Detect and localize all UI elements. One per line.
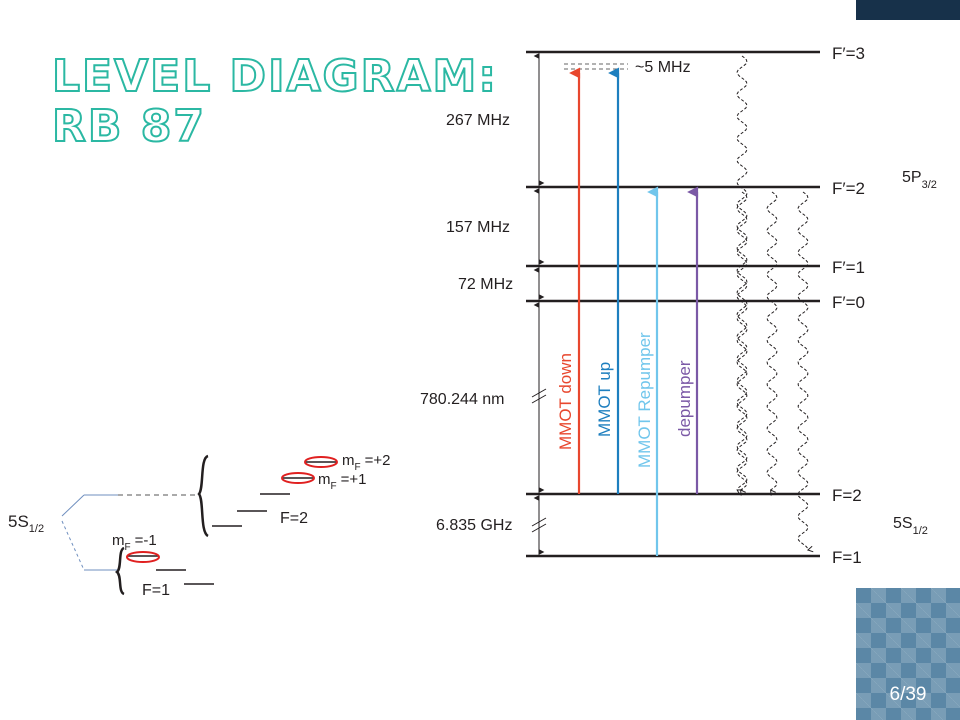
spacing-label-detuning: ~5 MHz (635, 59, 691, 76)
level-label-fp2: F′=2 (832, 179, 865, 198)
level-label-fp3: F′=3 (832, 44, 865, 63)
zeeman-sketch: 5S1/2 F=2 F=1 mF=+2 mF=+1 mF=-1 (8, 452, 390, 599)
zeeman-label-mp2: mF=+2 (342, 452, 390, 473)
slide-title: Level Diagram: Rb 87 (51, 51, 498, 153)
zeeman-label-f2: F=2 (280, 510, 308, 527)
beam-label-down: MMOT down (556, 353, 575, 450)
laser-beams (569, 67, 699, 556)
corner-decoration-bottom (856, 588, 960, 720)
zeeman-f1-brace (115, 546, 125, 596)
spacing-label-267: 267 MHz (446, 112, 510, 129)
axis-break-6835-b (531, 523, 547, 533)
slide-title-line-1: Level Diagram: (51, 51, 498, 103)
decay-arrows (736, 55, 808, 550)
page-number: 6/39 (889, 684, 927, 705)
energy-levels (526, 50, 820, 558)
level-label-fp0: F′=0 (832, 293, 865, 312)
axis-break-780-a (531, 388, 547, 398)
state-label-5s12: 5S1/2 (893, 515, 928, 537)
beam-labels: MMOT down MMOT up MMOT Repumper depumper (556, 332, 694, 468)
level-labels: F′=3 F′=2 F′=1 F′=0 F=2 F=1 (832, 44, 865, 567)
zeeman-label-mm1: mF=-1 (112, 532, 157, 553)
spacing-arrows (531, 53, 547, 555)
state-ring-mp2 (304, 456, 338, 468)
spacing-label-72: 72 MHz (458, 276, 513, 293)
spacing-labels: 267 MHz 157 MHz 72 MHz 780.244 nm 6.835 … (420, 59, 691, 534)
axis-break-6835-a (531, 517, 547, 527)
corner-decoration-top (856, 0, 960, 20)
level-label-fp1: F′=1 (832, 258, 865, 277)
decay-arrow-fp2-to-f2-a (736, 191, 748, 490)
zeeman-label-f1: F=1 (142, 582, 170, 599)
beam-label-up: MMOT up (595, 362, 614, 437)
zeeman-link-upper (61, 494, 85, 517)
zeeman-f2-brace (197, 454, 209, 538)
decay-arrow-fp2-to-f2-b (766, 191, 778, 490)
state-label-5p32: 5P3/2 (902, 169, 937, 191)
beam-label-depumper: depumper (675, 360, 694, 437)
beam-label-repumper: MMOT Repumper (635, 332, 654, 468)
level-label-f2: F=2 (832, 486, 862, 505)
zeeman-link-lower (61, 520, 85, 571)
slide-title-line-2: Rb 87 (51, 101, 206, 153)
axis-break-780-b (531, 394, 547, 404)
spacing-label-6835: 6.835 GHz (436, 517, 512, 534)
spacing-label-780: 780.244 nm (420, 391, 505, 408)
level-label-f1: F=1 (832, 548, 862, 567)
zeeman-label-mp1: mF=+1 (318, 471, 366, 492)
state-ring-mp1 (281, 472, 315, 484)
decay-arrow-fp3-to-f2 (737, 55, 748, 490)
zeeman-ground-label: 5S1/2 (8, 512, 44, 535)
state-ring-mm1 (126, 551, 160, 563)
spacing-label-157: 157 MHz (446, 219, 510, 236)
decay-arrow-fp2-to-f1 (797, 191, 808, 550)
